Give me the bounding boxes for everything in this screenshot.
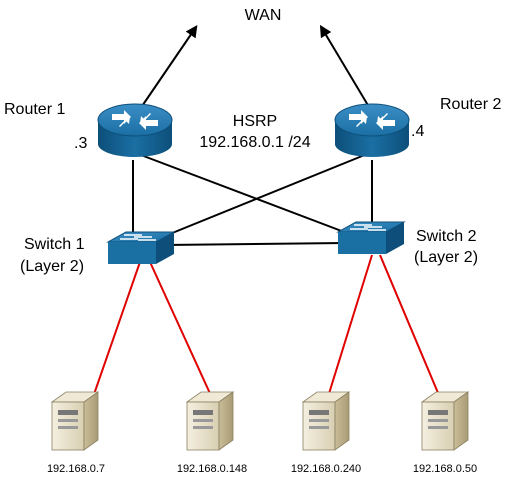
link-switch1-switch2 bbox=[164, 242, 346, 246]
switch1-name: Switch 1 bbox=[24, 236, 85, 253]
switch1-layer: (Layer 2) bbox=[20, 258, 85, 275]
server-tower-icon[interactable] bbox=[50, 391, 100, 451]
link-switch1-server2 bbox=[149, 261, 214, 401]
wan-uplink-router2 bbox=[319, 24, 373, 113]
switch2-icon[interactable] bbox=[336, 221, 406, 254]
router2-ip-suffix: .4 bbox=[411, 123, 425, 140]
server-tower-icon[interactable] bbox=[185, 391, 235, 451]
hsrp-virtual-ip: 192.168.0.1 /24 bbox=[199, 134, 311, 151]
server2-ip: 192.168.0.148 bbox=[176, 463, 248, 475]
switch2-name: Switch 2 bbox=[416, 228, 477, 245]
router1-icon[interactable] bbox=[97, 103, 173, 157]
server1-ip: 192.168.0.7 bbox=[46, 463, 106, 475]
router2-name: Router 2 bbox=[440, 96, 502, 113]
wan-label: WAN bbox=[244, 7, 282, 24]
router1-ip-suffix: .3 bbox=[74, 135, 88, 152]
server4-ip: 192.168.0.50 bbox=[412, 463, 478, 475]
link-switch2-server3 bbox=[326, 254, 373, 401]
link-router1-switch2 bbox=[132, 151, 361, 239]
access-links bbox=[91, 254, 442, 401]
server3-ip: 192.168.0.240 bbox=[290, 463, 362, 475]
trunk-links bbox=[132, 151, 373, 246]
switch2-layer: (Layer 2) bbox=[414, 249, 479, 266]
router1-name: Router 1 bbox=[4, 101, 66, 118]
wan-uplink-router1 bbox=[137, 25, 198, 113]
hsrp-protocol-label: HSRP bbox=[232, 113, 278, 130]
link-router2-switch1 bbox=[154, 151, 373, 241]
server-tower-icon[interactable] bbox=[301, 391, 351, 451]
router2-icon[interactable] bbox=[334, 103, 410, 157]
link-switch1-server1 bbox=[91, 261, 141, 401]
link-switch2-server4 bbox=[379, 254, 442, 401]
server-tower-icon[interactable] bbox=[420, 391, 470, 451]
switch1-icon[interactable] bbox=[106, 231, 176, 264]
